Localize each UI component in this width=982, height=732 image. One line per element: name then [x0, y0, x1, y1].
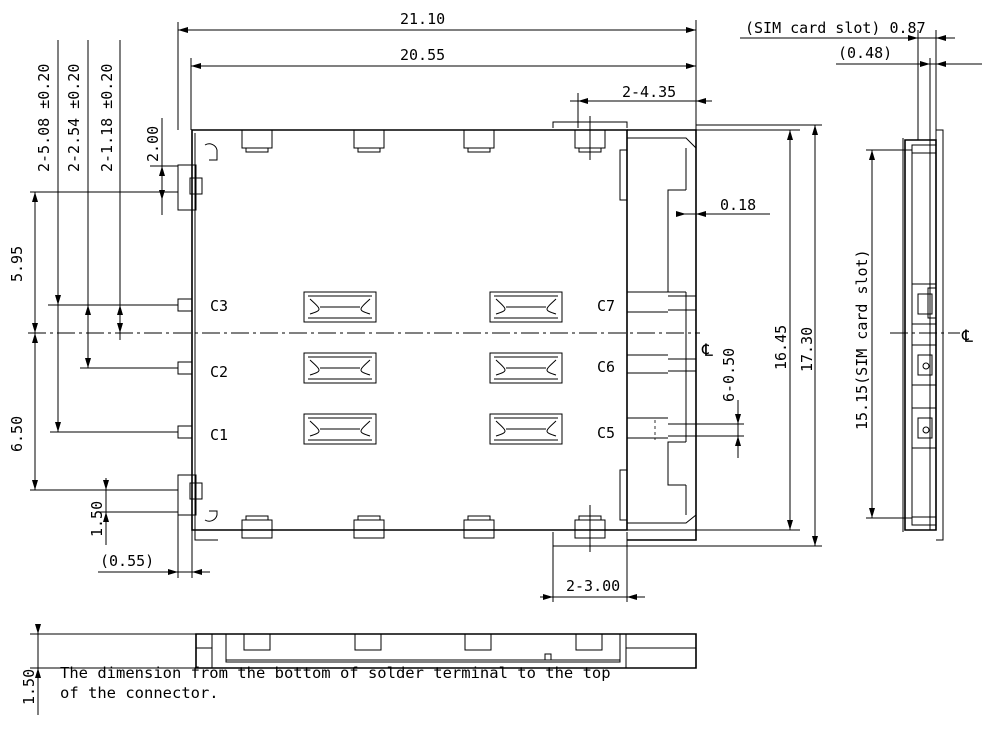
note-line-2: of the connector.	[60, 684, 219, 702]
centerline-symbol-main: ℄	[701, 341, 713, 361]
contact-springs	[303, 291, 563, 445]
dimension-note: The dimension from the bottom of solder …	[60, 663, 760, 703]
dim-16-45-label: 16.45	[772, 325, 790, 370]
bottom-solder-tabs	[241, 505, 606, 552]
overall-width-label: 21.10	[400, 10, 445, 28]
dim-0-18-label: 0.18	[720, 196, 756, 214]
connector-front-view	[195, 633, 697, 669]
dim-1-50-left-label: 1.50	[88, 501, 106, 537]
pitch-top-label: 2-4.35	[622, 83, 676, 101]
contact-label-c5: C5	[597, 424, 615, 442]
tolerance-label-1: 2-5.08 ±0.20	[35, 64, 53, 172]
dim-6-0-50-label: 6-0.50	[720, 348, 738, 402]
contact-label-c2: C2	[210, 363, 228, 381]
dim-1-50-height-label: 1.50	[20, 669, 38, 705]
dim-2-00-label: 2.00	[144, 126, 162, 162]
pitch-top-dimension: 2-4.35	[570, 83, 712, 128]
dim-6-50-label: 6.50	[8, 416, 26, 452]
dim-17-30-label: 17.30	[798, 327, 816, 372]
top-solder-tabs	[241, 116, 606, 160]
sim-slot-1515-label: 15.15(SIM card slot)	[853, 249, 871, 430]
tolerance-label-3: 2-1.18 ±0.20	[98, 64, 116, 172]
overall-width-dimension: 21.10	[177, 10, 697, 130]
sim-slot-087-label: (SIM card slot) 0.87	[745, 19, 926, 37]
dim-5-95-label: 5.95	[8, 246, 26, 282]
side-contacts	[911, 283, 937, 449]
centerline-symbol-side: ℄	[961, 327, 973, 347]
inner-width-dimension: 20.55	[190, 46, 696, 130]
note-line-1: The dimension from the bottom of solder …	[60, 664, 611, 682]
connector-top-view	[177, 116, 697, 552]
contact-label-c7: C7	[597, 297, 615, 315]
inner-width-label: 20.55	[400, 46, 445, 64]
tolerance-label-2: 2-2.54 ±0.20	[65, 64, 83, 172]
dim-0-55-label: (0.55)	[100, 552, 154, 570]
dim-0-48-label: (0.48)	[838, 44, 892, 62]
connector-side-view	[902, 129, 944, 541]
contact-label-c1: C1	[210, 426, 228, 444]
contact-label-c6: C6	[597, 358, 615, 376]
pitch-bottom-label: 2-3.00	[566, 577, 620, 595]
contact-label-c3: C3	[210, 297, 228, 315]
